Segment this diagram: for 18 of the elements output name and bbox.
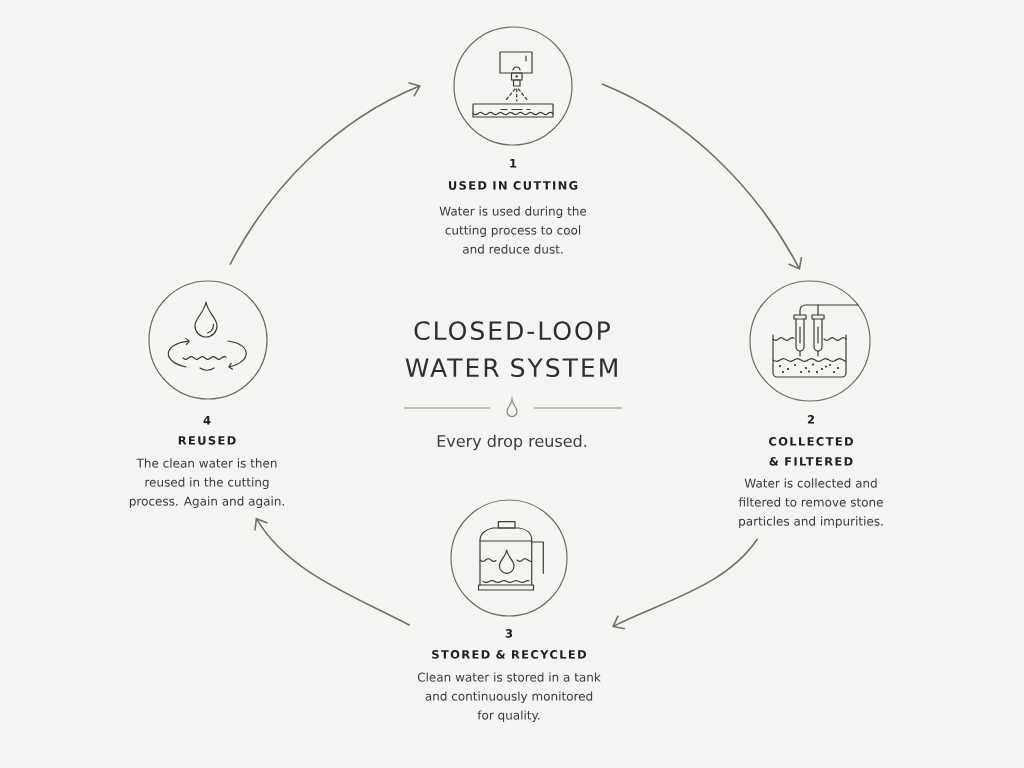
step-description: Water is collected and filtered to remove stone particles and impurities. xyxy=(738,478,883,528)
step-heading: COLLECTED & FILTERED xyxy=(768,437,853,466)
curved-arrow xyxy=(229,81,421,266)
step-number: 1 xyxy=(510,159,517,168)
step-heading: REUSED xyxy=(178,436,236,445)
step-number: 2 xyxy=(807,415,814,424)
curved-arrow xyxy=(601,83,803,270)
step-number: 3 xyxy=(505,629,513,638)
subtitle: Every drop reused. xyxy=(437,434,587,451)
step-description: Clean water is stored in a tank and continuously monitored for quality. xyxy=(417,672,601,722)
step-heading: USED IN CUTTING xyxy=(448,181,578,190)
title: CLOSED-LOOP WATER SYSTEM xyxy=(405,321,617,378)
step-description: The clean water is then reused in the cutting process. Again and again. xyxy=(129,458,284,508)
step-description: Water is used during the cutting process to cool and reduce dust. xyxy=(439,206,587,254)
step-heading: STORED & RECYCLED xyxy=(432,650,587,659)
step-number: 4 xyxy=(203,416,211,425)
curved-arrow xyxy=(254,517,411,626)
curved-arrow xyxy=(612,537,759,630)
